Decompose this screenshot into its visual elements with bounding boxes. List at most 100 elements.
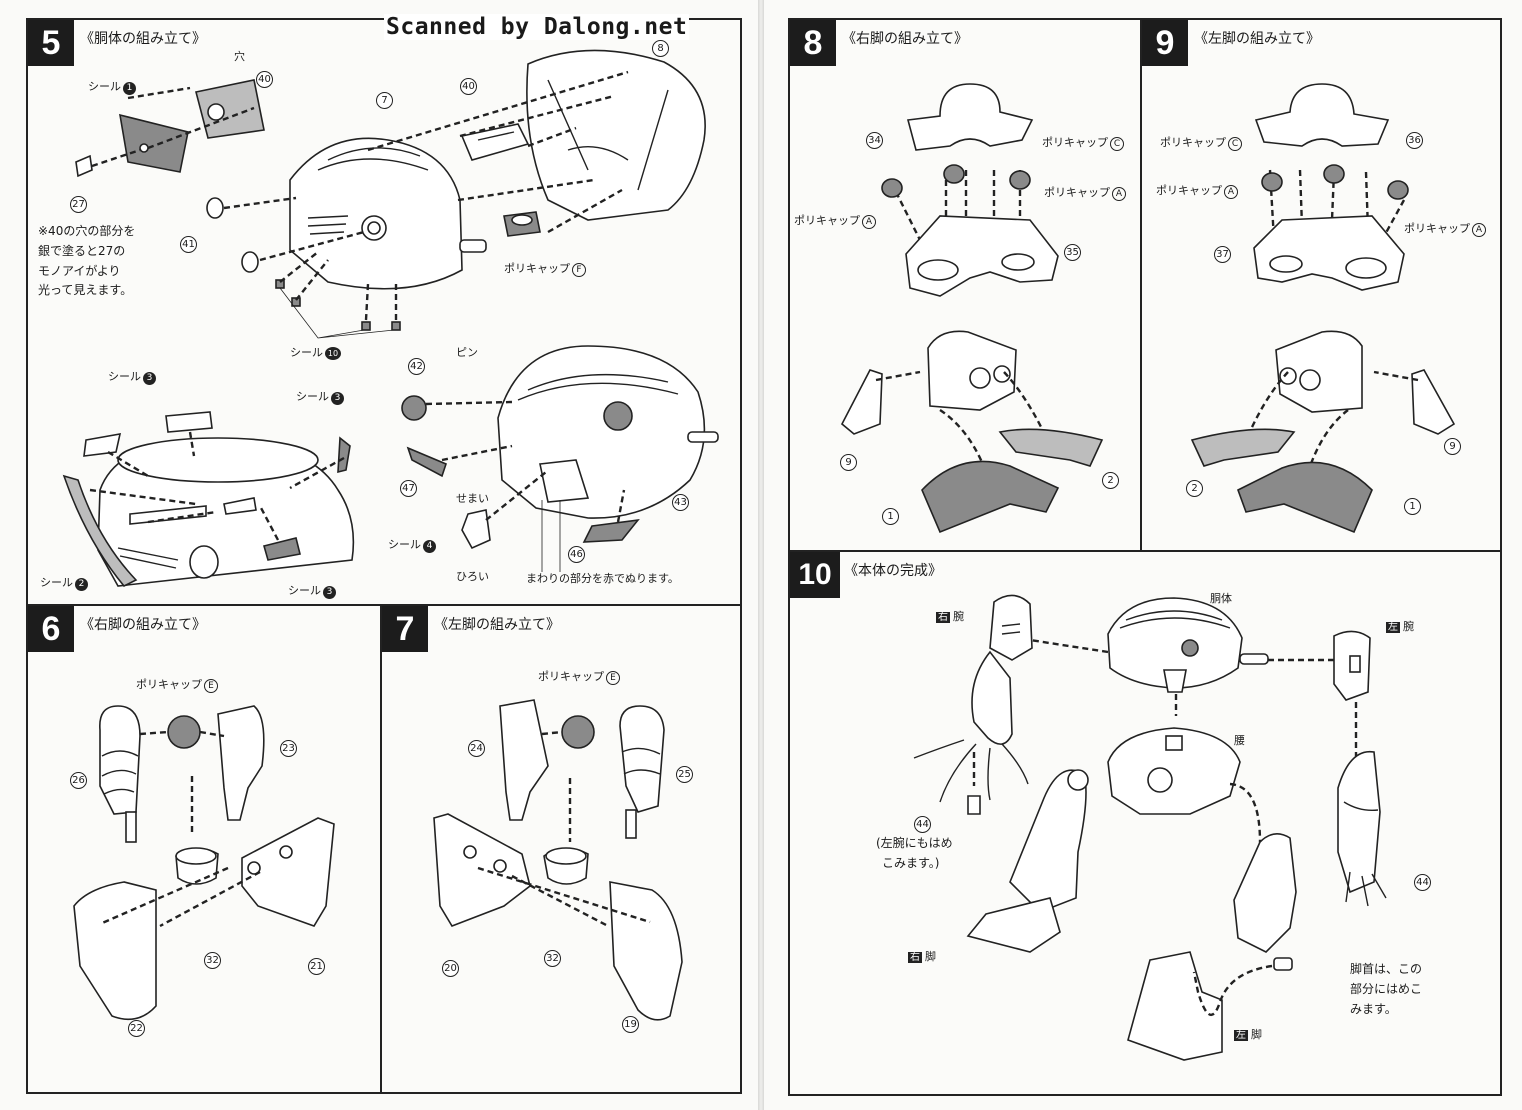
leg-shell bbox=[1275, 330, 1363, 413]
step8-polycap-c-letter: C bbox=[1110, 137, 1124, 151]
right-upper-arm bbox=[989, 594, 1033, 661]
step5-note-line1: ※40の穴の部分を bbox=[38, 224, 136, 238]
step9-number: 9 bbox=[1142, 20, 1188, 66]
step7-polycap-text: ポリキャップ bbox=[538, 670, 604, 683]
part-1 bbox=[1237, 461, 1373, 534]
torso-label: 胴体 bbox=[1210, 592, 1232, 605]
part-2 bbox=[998, 428, 1104, 467]
part-19 bbox=[609, 881, 683, 1021]
right-arm-label: 右腕 bbox=[936, 610, 964, 624]
part-8-back-shell bbox=[526, 49, 706, 221]
left-leg-text: 脚 bbox=[1251, 1028, 1262, 1041]
step10-panel: 10 《本体の完成》 胴体 bbox=[788, 550, 1502, 1096]
left-arm-note: (左腕にもはめ こみます。) bbox=[876, 834, 953, 874]
seal-1-number: 1 bbox=[123, 82, 136, 95]
left-arm-note-line2: こみます。) bbox=[882, 855, 940, 870]
part-35 bbox=[905, 215, 1059, 297]
part-34-callout: 34 bbox=[866, 132, 883, 149]
step10-illustration bbox=[913, 594, 1387, 1061]
left-leg-tag: 左 bbox=[1234, 1030, 1248, 1041]
part-23-callout: 23 bbox=[280, 740, 297, 757]
step9-polycap-c-text: ポリキャップ bbox=[1160, 136, 1226, 149]
part-22 bbox=[73, 881, 157, 1021]
step8-polycap-a2-letter: A bbox=[862, 215, 876, 229]
part-26-callout: 26 bbox=[70, 772, 87, 789]
leg-shell bbox=[927, 330, 1017, 411]
part-40b-callout: 40 bbox=[460, 78, 477, 95]
part-26 bbox=[99, 705, 141, 815]
part-19-callout: 19 bbox=[622, 1016, 639, 1033]
part-41-callout: 41 bbox=[180, 236, 197, 253]
part-47-callout: 47 bbox=[400, 480, 417, 497]
waist bbox=[1107, 727, 1241, 815]
part-42-callout: 42 bbox=[408, 358, 425, 375]
right-leg-label: 右脚 bbox=[908, 950, 936, 964]
step8-polycap-c-text: ポリキャップ bbox=[1042, 136, 1108, 149]
seal-2-number: 2 bbox=[75, 578, 88, 591]
part-21-callout: 21 bbox=[308, 958, 325, 975]
right-leg bbox=[1009, 769, 1087, 913]
polycap-f-letter: F bbox=[572, 263, 586, 277]
part-36-callout: 36 bbox=[1406, 132, 1423, 149]
step8-illustration bbox=[840, 83, 1104, 534]
part-7-callout: 7 bbox=[376, 92, 393, 109]
part-32-callout: 32 bbox=[544, 950, 561, 967]
left-leg-label: 左脚 bbox=[1234, 1028, 1262, 1042]
part-9-callout: 9 bbox=[1444, 438, 1461, 455]
pin-label: ピン bbox=[456, 346, 478, 359]
ankle-note: 脚首は、この 部分にはめこ みます。 bbox=[1350, 960, 1422, 1019]
waist-label: 腰 bbox=[1234, 734, 1245, 747]
ankle-note-line1: 脚首は、この bbox=[1350, 962, 1423, 976]
part-40-visor bbox=[195, 79, 265, 139]
seal-3b-text: シール bbox=[296, 390, 329, 403]
torso bbox=[1107, 597, 1243, 689]
step9-title: 《左脚の組み立て》 bbox=[1194, 31, 1320, 47]
step5-note: ※40の穴の部分を 銀で塗ると27の モノアイがより 光って見えます。 bbox=[38, 222, 135, 301]
part-2-callout: 2 bbox=[1102, 472, 1119, 489]
step6-illustration bbox=[73, 705, 335, 1021]
seal-3a-text: シール bbox=[108, 370, 141, 383]
seal-3b-number: 3 bbox=[331, 392, 344, 405]
page-gutter bbox=[758, 0, 764, 1110]
right-leg-text: 脚 bbox=[925, 950, 936, 963]
part-32-callout: 32 bbox=[204, 952, 221, 969]
part-37-callout: 37 bbox=[1214, 246, 1231, 263]
step5-number: 5 bbox=[28, 20, 74, 66]
step9-polycap-a2-text: ポリキャップ bbox=[1404, 222, 1470, 235]
paint-red-label: まわりの部分を赤でぬります。 bbox=[526, 572, 679, 585]
step5-note-line2: 銀で塗ると27の bbox=[38, 243, 126, 258]
seal-1-shape bbox=[119, 113, 189, 173]
part-35-callout: 35 bbox=[1064, 244, 1081, 261]
left-arm-note-line1: (左腕にもはめ bbox=[876, 836, 953, 850]
step8-polycap-a1-letter: A bbox=[1112, 187, 1126, 201]
step7-illustration bbox=[433, 699, 683, 1021]
ankle-note-line2: 部分にはめこ bbox=[1350, 981, 1423, 996]
seal-2-shape bbox=[62, 474, 138, 588]
part-21 bbox=[241, 817, 335, 927]
seal-4-text: シール bbox=[388, 538, 421, 551]
part-24 bbox=[499, 699, 549, 821]
part-1-callout: 1 bbox=[1404, 498, 1421, 515]
part-40-callout: 40 bbox=[256, 71, 273, 88]
part-8-callout: 8 bbox=[652, 40, 669, 57]
seal-4-number: 4 bbox=[423, 540, 436, 553]
step6-polycap-letter: E bbox=[204, 679, 218, 693]
step10-title: 《本体の完成》 bbox=[844, 563, 942, 579]
right-arm-tag: 右 bbox=[936, 612, 950, 623]
step7-number: 7 bbox=[382, 606, 428, 652]
right-leg-tag: 右 bbox=[908, 952, 922, 963]
hole-label: 穴 bbox=[234, 50, 245, 63]
polycap-e bbox=[167, 715, 201, 749]
left-arm-text: 腕 bbox=[1403, 620, 1414, 633]
seal-2-text: シール bbox=[40, 576, 73, 589]
